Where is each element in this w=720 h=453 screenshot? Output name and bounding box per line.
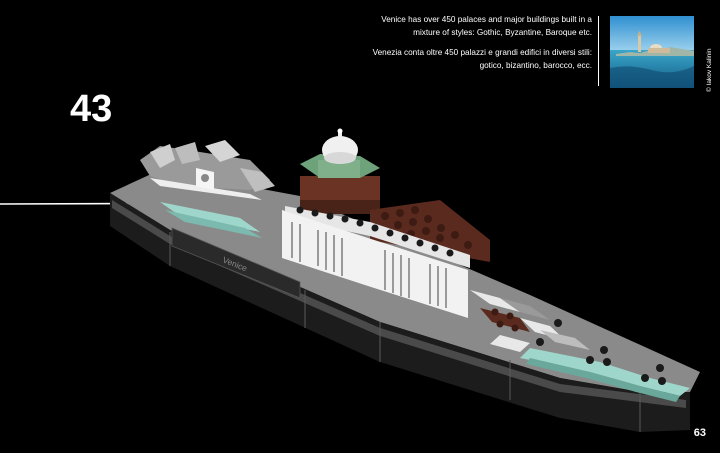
venice-photo [610, 16, 694, 88]
canal-right [520, 348, 690, 396]
step-number: 43 [70, 88, 113, 130]
page-number: 63 [693, 427, 706, 439]
colonnade-top [285, 206, 470, 268]
caption-divider [598, 16, 599, 86]
caption: Venice has over 450 palaces and major bu… [362, 14, 592, 80]
caption-italian: Venezia conta oltre 450 palazzi e grandi… [372, 48, 592, 70]
brown-block-top [300, 176, 380, 200]
caption-english: Venice has over 450 palaces and major bu… [381, 15, 592, 37]
nameplate-tile [171, 227, 301, 299]
base-plate-front [110, 193, 690, 432]
colonnade-front [282, 210, 468, 318]
